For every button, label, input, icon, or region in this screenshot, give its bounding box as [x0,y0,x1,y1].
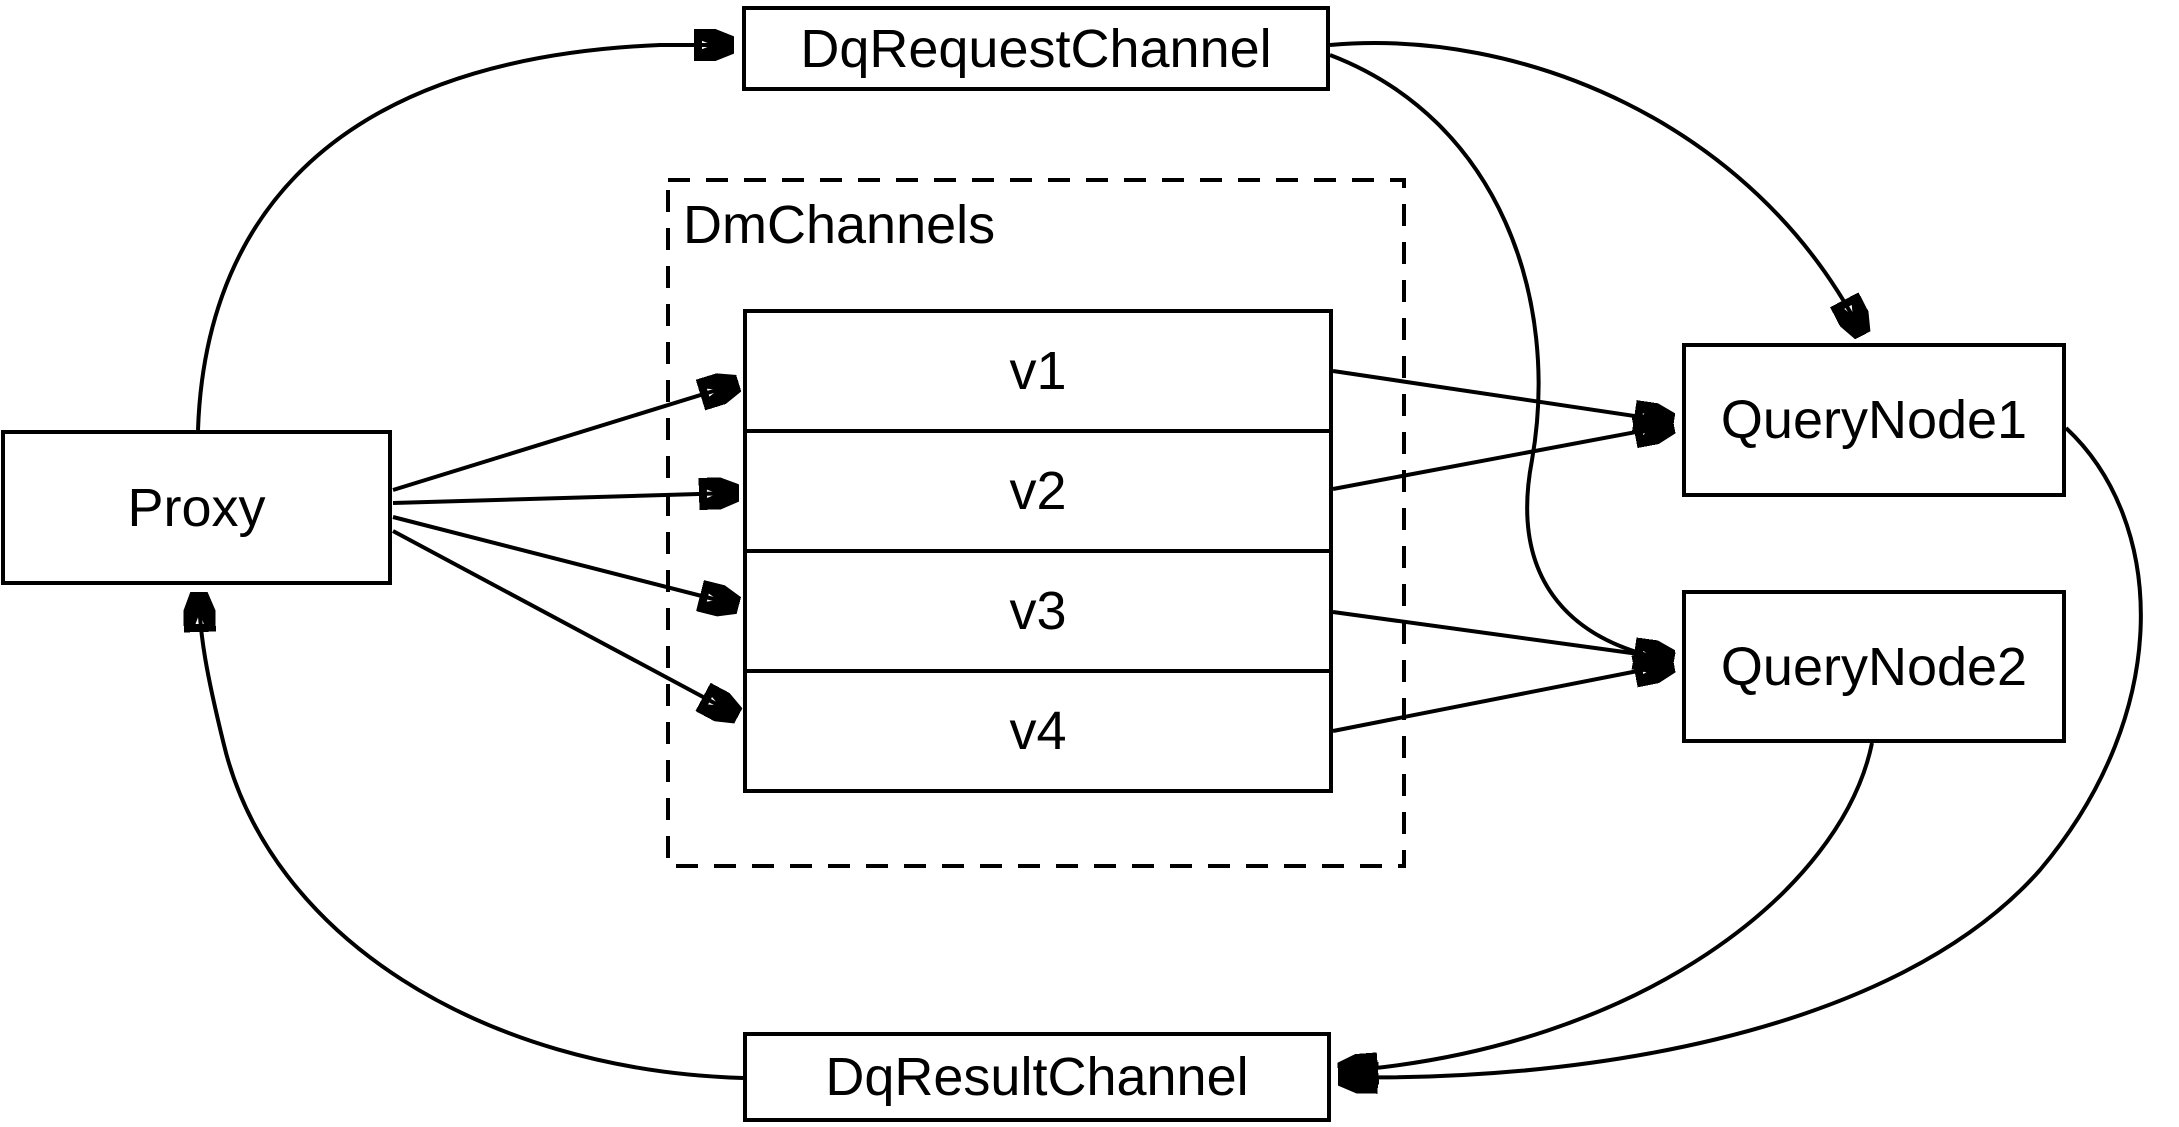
node-proxy: Proxy [1,430,392,585]
channel-row-v1: v1 [747,313,1329,429]
edge-result-channel-to-proxy [199,598,744,1080]
dm-channels-group-border [666,178,1406,868]
edge-request-channel-to-querynode2 [1329,53,1668,660]
querynode2-label: QueryNode2 [1720,636,2028,697]
result-channel-label: DqResultChannel [825,1047,1249,1107]
edge-v3-to-querynode2 [1332,610,1668,658]
node-result-channel: DqResultChannel [743,1032,1331,1122]
edge-proxy-to-request-channel [196,45,728,431]
edge-querynode1-to-result-channel [1344,426,2143,1077]
edge-querynode2-to-result-channel [1344,742,1874,1071]
node-querynode1: QueryNode1 [1682,343,2066,497]
edge-request-channel-to-querynode1 [1329,41,1860,330]
node-request-channel: DqRequestChannel [742,6,1330,91]
querynode1-label: QueryNode1 [1720,390,2028,450]
channel-v1-label: v1 [1009,341,1067,401]
request-channel-label: DqRequestChannel [800,18,1272,79]
dm-channels-group-label: DmChannels [683,195,996,255]
edge-v2-to-querynode1 [1332,426,1668,491]
edge-proxy-to-v3 [392,515,733,604]
edge-v4-to-querynode2 [1332,665,1668,733]
channel-row-v2: v2 [747,429,1329,549]
channel-row-v3: v3 [747,549,1329,669]
channel-row-v4: v4 [747,669,1329,789]
channel-v3-label: v3 [1009,581,1067,641]
edge-v1-to-querynode1 [1332,369,1668,421]
edge-proxy-to-v1 [392,385,733,492]
channel-v4-label: v4 [1009,701,1067,761]
proxy-label: Proxy [127,477,266,538]
dm-channels-stack: v1 v2 v3 v4 [743,309,1333,793]
edge-proxy-to-v2 [392,493,733,503]
channel-v2-label: v2 [1009,461,1067,521]
node-querynode2: QueryNode2 [1682,590,2066,743]
edge-proxy-to-v4 [392,529,733,713]
